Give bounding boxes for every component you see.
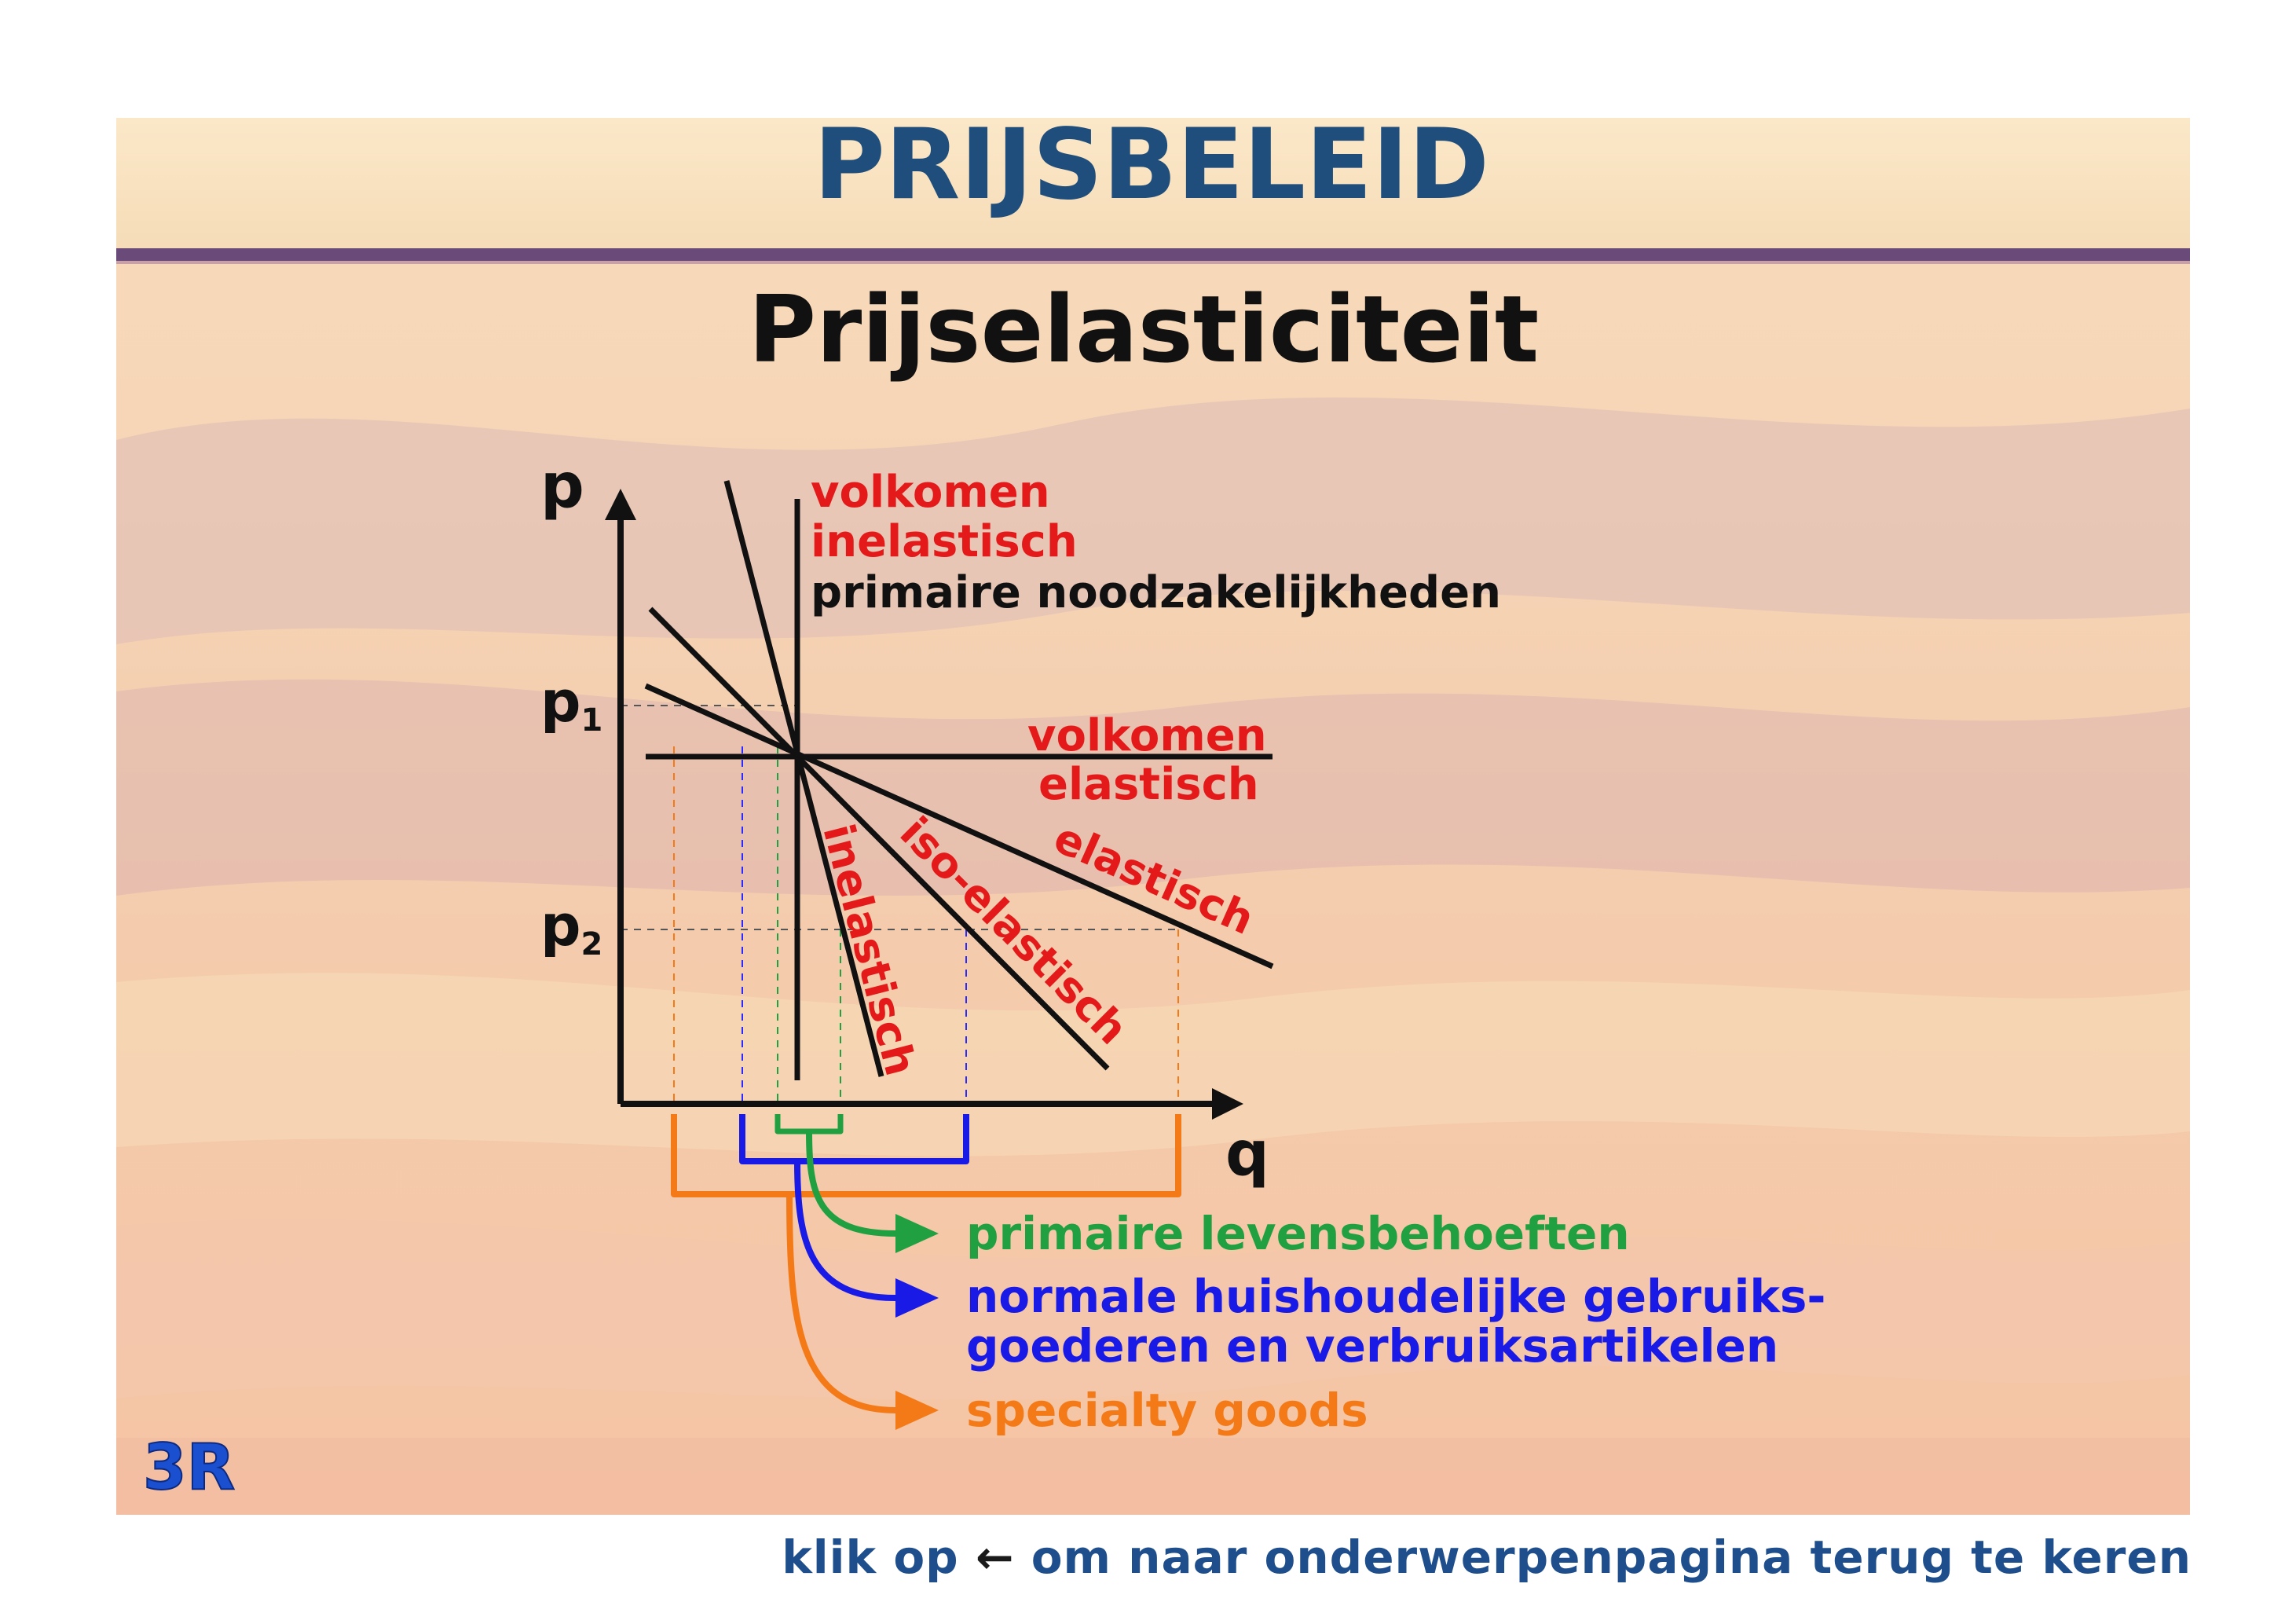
perfectly-inelastic-note: primaire noodzakelijkheden (811, 567, 1501, 618)
connector-primary (806, 1131, 896, 1237)
arrowhead-normal (895, 1278, 939, 1318)
footer-text-after: om naar onderwerpenpagina terug te keren (1031, 1531, 2192, 1584)
line-elastic (644, 683, 1274, 970)
header-divider (116, 248, 2190, 261)
y-axis-label: p (540, 451, 584, 522)
background-waves (116, 397, 2190, 1515)
arrowhead-primary (895, 1214, 939, 1253)
back-arrow-icon[interactable]: ← (975, 1531, 1015, 1584)
header-title: PRIJSBELEID (814, 108, 1489, 222)
group-primary-label: primaire levensbehoeften (966, 1207, 1630, 1260)
p2-label: p2 (540, 893, 602, 962)
p1-label: p1 (540, 669, 602, 739)
elasticity-diagram: p q p1 p2 volkomen inelastisch primaire … (540, 451, 1826, 1437)
line-inelastic (723, 480, 884, 1077)
line-iso-elastic (648, 607, 1110, 1071)
group-normal-label-2: goederen en verbruiksartikelen (966, 1319, 1778, 1373)
arrowhead-specialty (895, 1391, 939, 1430)
slide-subtitle: Prijselasticiteit (749, 275, 1540, 383)
perfectly-elastic-label-2: elastisch (1038, 759, 1259, 810)
header-band (116, 118, 2190, 248)
group-normal-label-1: normale huishoudelijke gebruiks- (966, 1270, 1826, 1323)
footer-text-before: klik op (782, 1531, 959, 1584)
bracket-normal (739, 1114, 969, 1164)
group-specialty-label: specialty goods (966, 1384, 1368, 1437)
logo-3r: 3R (143, 1431, 235, 1504)
perfectly-elastic-label-1: volkomen (1027, 710, 1267, 761)
x-axis-label: q (1225, 1119, 1269, 1190)
bracket-specialty (671, 1114, 1181, 1197)
perfectly-inelastic-label-1: volkomen (811, 467, 1050, 518)
connector-specialty (786, 1193, 896, 1413)
perfectly-inelastic-label-2: inelastisch (811, 516, 1078, 567)
header-divider-shadow (116, 261, 2190, 264)
connector-normal (794, 1160, 896, 1301)
footer-nav-hint: klik op ← om naar onderwerpenpagina teru… (707, 1531, 2192, 1584)
